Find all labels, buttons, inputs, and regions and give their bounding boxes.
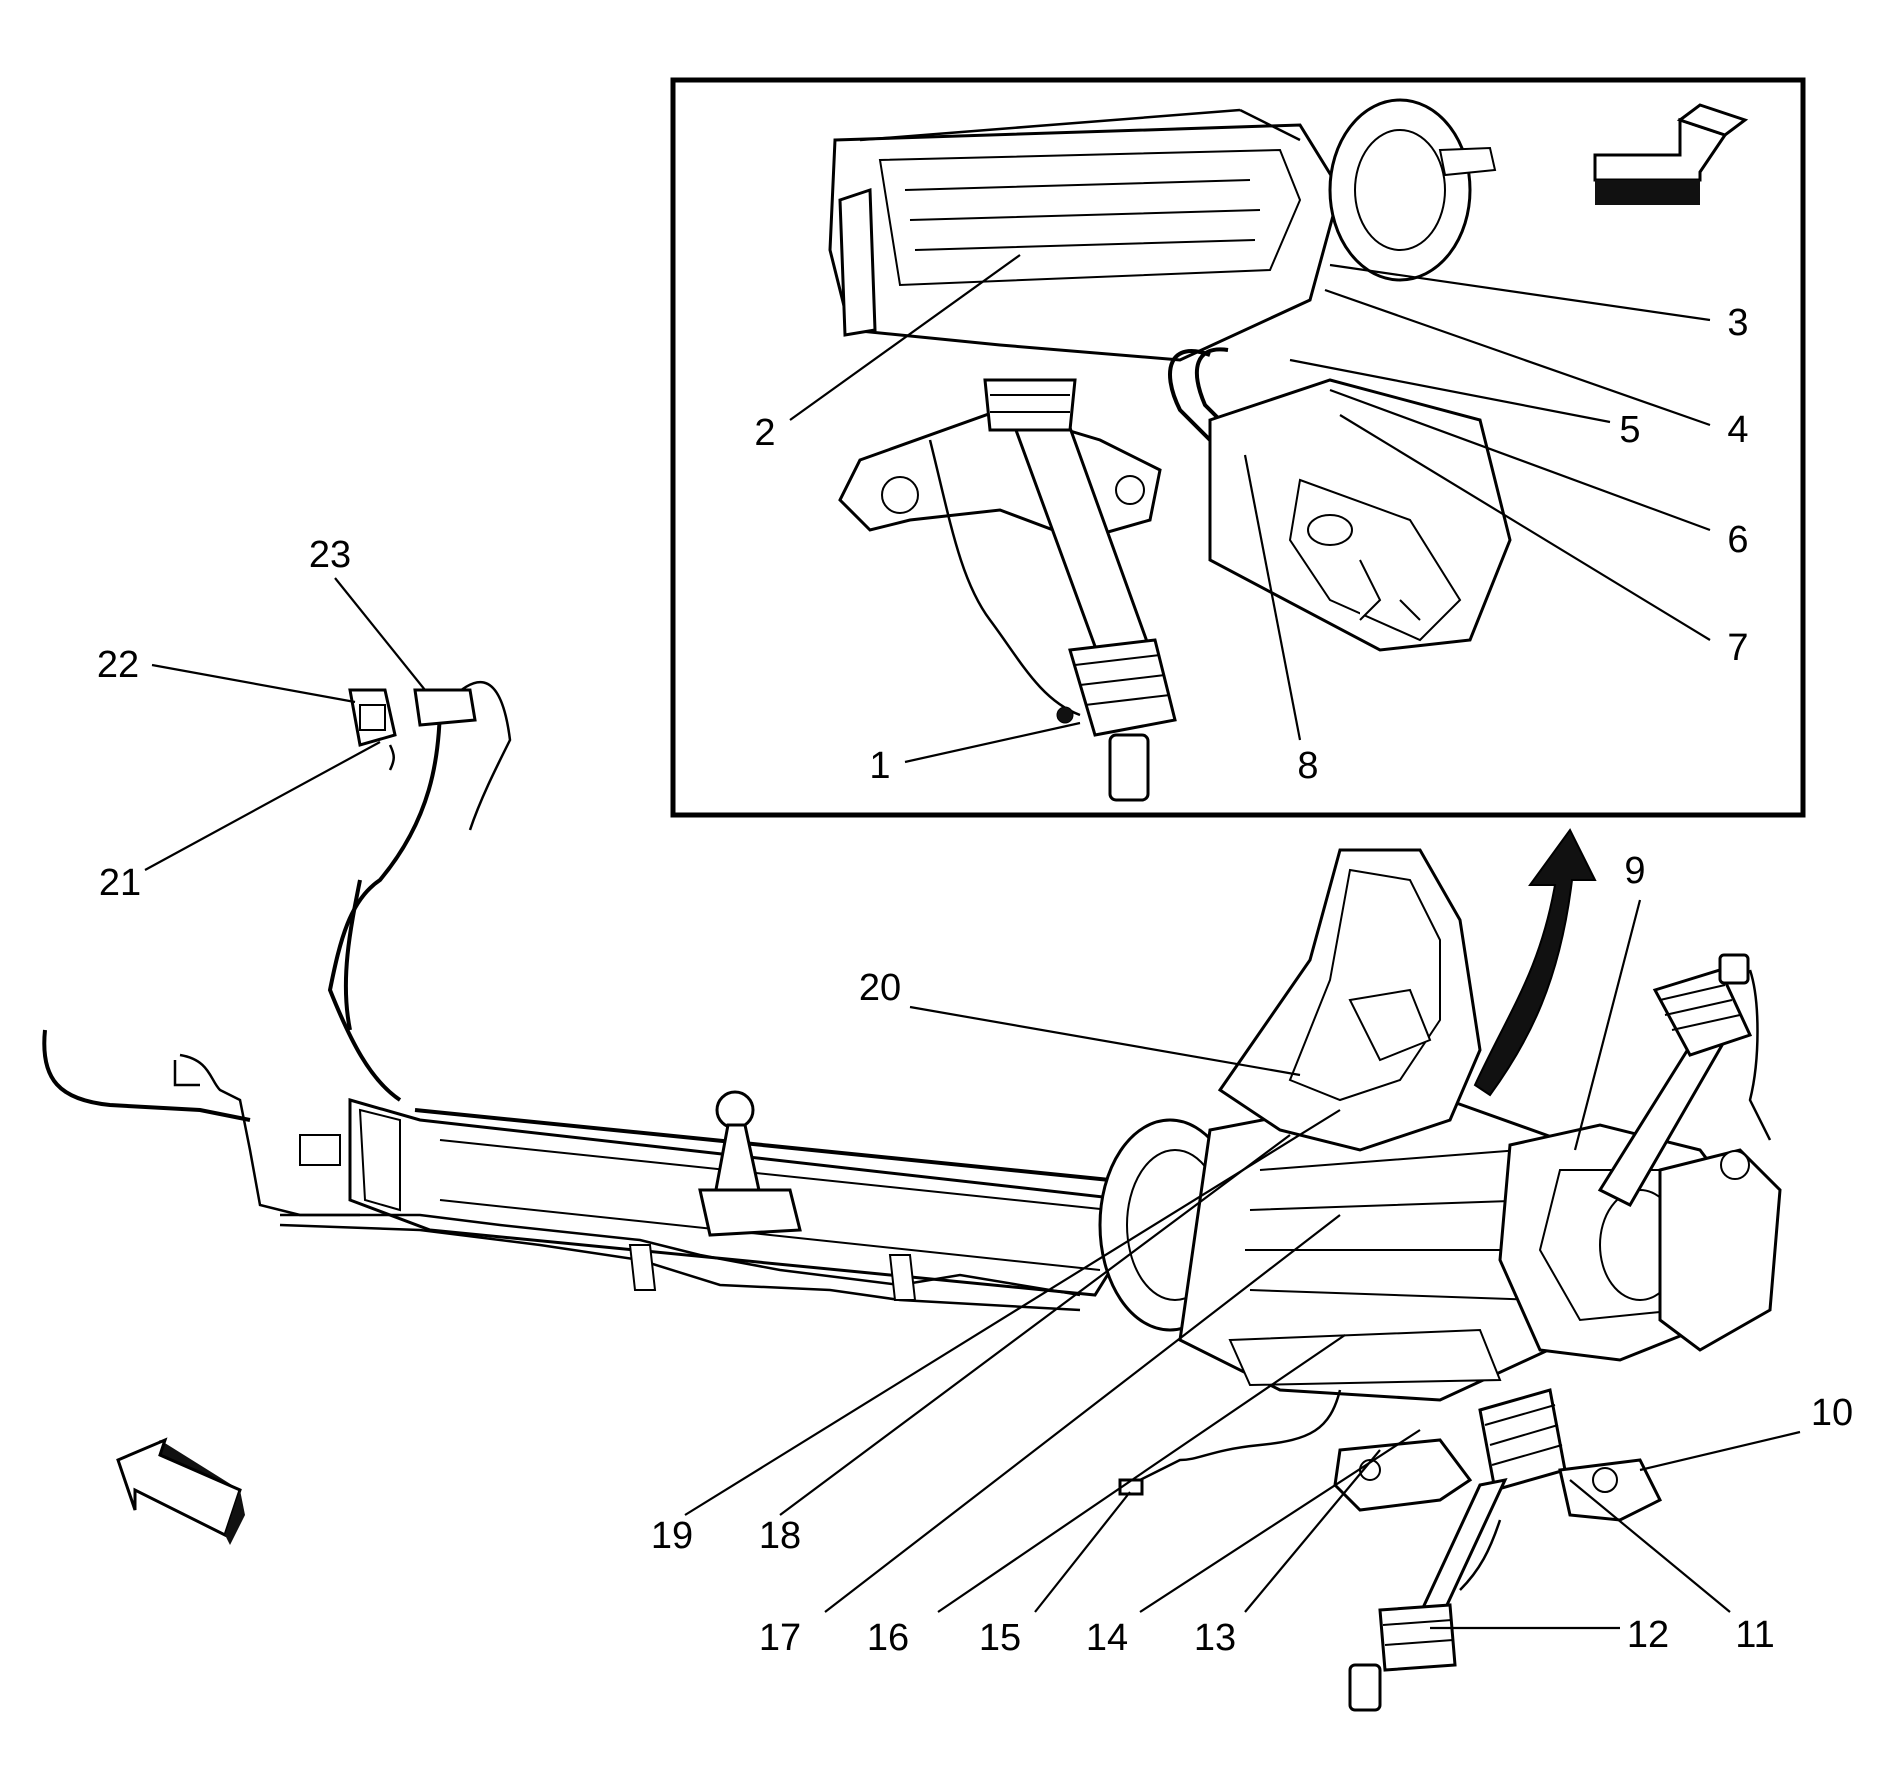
callout-21: 21 <box>99 862 141 904</box>
callout-23: 23 <box>309 534 351 576</box>
main-leader-lines <box>144 577 1801 1630</box>
view-arrow-icon <box>1473 828 1597 1097</box>
inset-detail-view <box>670 77 1806 818</box>
callout-14: 14 <box>1086 1617 1128 1659</box>
callout-18: 18 <box>759 1515 801 1557</box>
brake-lines <box>280 1213 1081 1297</box>
callout-20: 20 <box>859 967 901 1009</box>
rear-harness <box>42 1029 251 1122</box>
inset-direction-arrow-icon <box>1593 103 1749 205</box>
callout-labels: 1 2 3 4 5 6 7 8 9 10 11 12 13 14 15 16 1… <box>97 302 1853 1659</box>
inset-transmission-drawing <box>828 98 1512 802</box>
callout-4: 4 <box>1727 409 1748 451</box>
module-harness <box>327 688 452 1102</box>
shifter-assembly <box>698 1090 802 1237</box>
callout-17: 17 <box>759 1617 801 1659</box>
module-connector <box>413 688 477 727</box>
callout-8: 8 <box>1297 745 1318 787</box>
callout-11: 11 <box>1735 1614 1774 1656</box>
callout-15: 15 <box>979 1617 1021 1659</box>
callout-10: 10 <box>1811 1392 1853 1434</box>
callout-22: 22 <box>97 644 139 686</box>
callout-9: 9 <box>1624 850 1645 892</box>
callout-7: 7 <box>1727 627 1748 669</box>
callout-3: 3 <box>1727 302 1748 344</box>
callout-12: 12 <box>1627 1614 1669 1656</box>
control-module <box>348 688 397 747</box>
inset-leader-lines <box>789 254 1711 764</box>
main-direction-arrow-icon <box>116 1437 245 1545</box>
callout-2: 2 <box>754 412 775 454</box>
main-drivetrain-view <box>42 577 1801 1712</box>
right-bracket <box>1658 1148 1782 1352</box>
left-lower-halfshaft <box>1348 1388 1567 1712</box>
sensor-wire <box>1139 1389 1342 1482</box>
callout-19: 19 <box>651 1515 693 1557</box>
callout-16: 16 <box>867 1617 909 1659</box>
right-upper-halfshaft <box>1597 953 1772 1207</box>
callout-13: 13 <box>1194 1617 1236 1659</box>
engine-transfer-case <box>1217 848 1482 1152</box>
lower-mount-bracket <box>1333 1438 1663 1522</box>
callout-5: 5 <box>1619 409 1640 451</box>
callout-1: 1 <box>869 745 890 787</box>
callout-6: 6 <box>1727 519 1748 561</box>
